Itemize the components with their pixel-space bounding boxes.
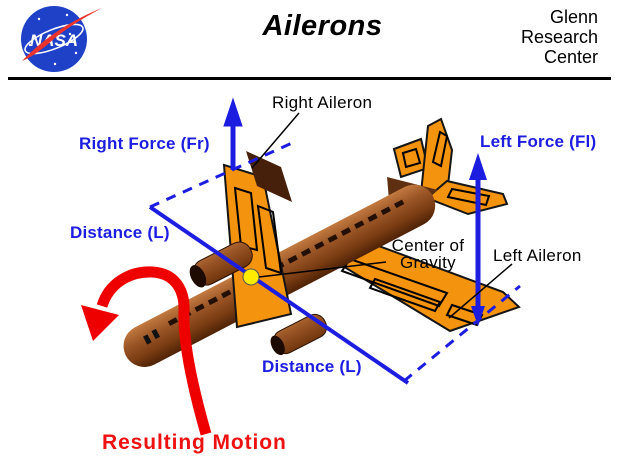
- org-line: Center: [543, 47, 598, 67]
- left-stabilizer: [425, 179, 509, 216]
- right-force-arrow-head: [223, 97, 243, 127]
- right-wing-inner-flap-outline: [256, 204, 283, 275]
- right-aileron-label: Right Aileron: [272, 93, 373, 112]
- resulting-motion-arrow-head: [81, 305, 119, 341]
- logo-red-swoosh: [22, 8, 102, 61]
- resulting-motion-label: Resulting Motion: [102, 431, 287, 454]
- logo-orbit-ring: [24, 23, 84, 55]
- cg-pointer: [258, 261, 387, 278]
- org-line: Research: [520, 27, 598, 47]
- page-title: Ailerons: [262, 10, 383, 42]
- header-divider: [8, 77, 611, 80]
- right-aileron-pointer: [251, 112, 300, 169]
- right-wing-flap-outline: [233, 186, 259, 252]
- resulting-motion-arrow-arc: [96, 266, 212, 436]
- left-aileron-pointer: [448, 263, 513, 319]
- left-wing-inner-flap-outline: [368, 277, 442, 313]
- lateral-axis-dashed-right: [403, 284, 521, 383]
- distance-line: [148, 205, 410, 385]
- left-force-label: Left Force (Fl): [480, 132, 597, 151]
- cockpit-window: [143, 334, 152, 345]
- left-force-arrow-head: [469, 153, 487, 180]
- left-force-arrow-base-head: [471, 306, 485, 326]
- right-force-label: Right Force (Fr): [79, 134, 210, 153]
- nasa-logo-icon: NASA: [21, 6, 102, 72]
- center-of-gravity-label: Center of Gravity: [391, 236, 465, 272]
- left-aileron-label: Left Aileron: [493, 246, 582, 265]
- right-aileron-deflected: [246, 151, 292, 202]
- distance-label-left: Distance (L): [70, 223, 170, 242]
- org-line: Glenn: [549, 7, 598, 27]
- logo-stars: [28, 13, 78, 66]
- left-aileron-outline: [445, 303, 484, 327]
- center-of-gravity-dot: [242, 268, 260, 286]
- rudder-outline: [431, 130, 449, 168]
- left-engine: [270, 313, 328, 356]
- lateral-axis-dashed-left: [149, 141, 293, 209]
- right-elevator-outline: [401, 147, 422, 169]
- airplane-illustration: [123, 117, 521, 367]
- cockpit-window: [151, 328, 161, 340]
- org-name: Glenn Research Center: [521, 7, 598, 67]
- annotation-lines: [81, 97, 521, 436]
- distance-label-right: Distance (L): [262, 357, 362, 376]
